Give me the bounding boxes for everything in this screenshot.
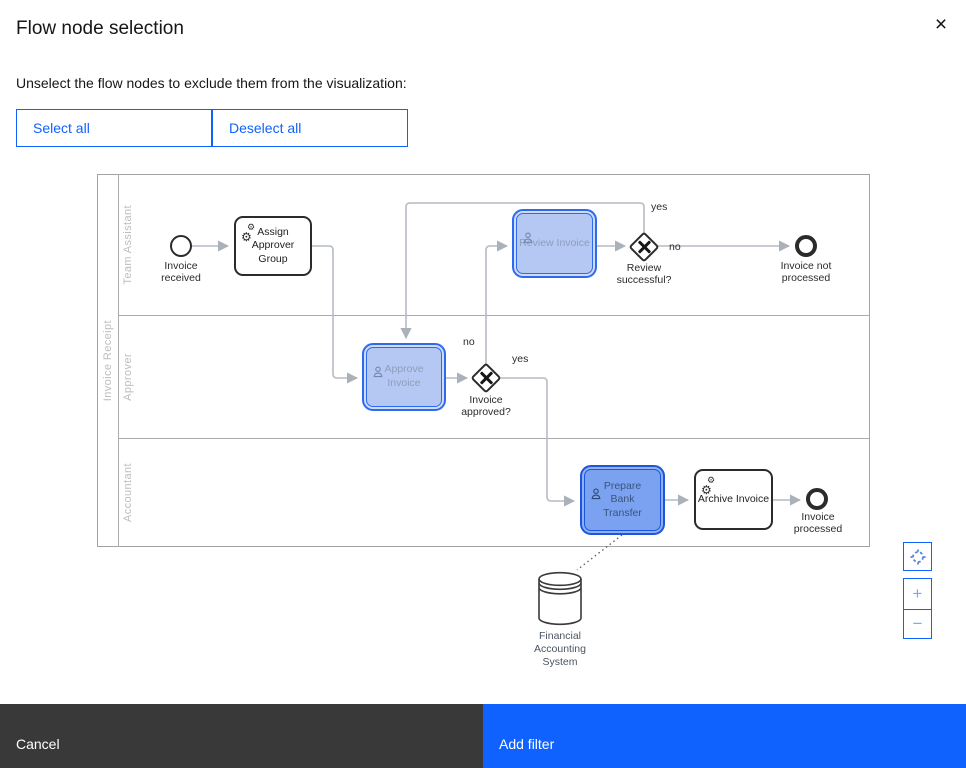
zoom-in-button[interactable]: + [904, 579, 931, 609]
flow-label-yes: yes [512, 353, 529, 365]
pool-label-divider [118, 174, 119, 547]
modal-description: Unselect the flow nodes to exclude them … [16, 75, 407, 91]
node-label: Invoice received [161, 260, 201, 285]
flow-label-no: no [669, 241, 681, 253]
zoom-group: + − [903, 578, 932, 639]
flow-label-yes: yes [651, 201, 668, 213]
node-label: Invoice approved? [461, 394, 511, 419]
task-label: Assign Approver Group [251, 226, 295, 265]
flow-label-no: no [463, 336, 475, 348]
gateway-review-successful[interactable] [627, 230, 661, 264]
task-archive-invoice[interactable]: ⚙⚙ Archive Invoice [694, 469, 773, 530]
crosshair-icon [909, 548, 926, 565]
service-task-icon: ⚙⚙ [241, 222, 256, 244]
end-event-invoice-processed[interactable] [806, 488, 828, 510]
fit-viewport-button[interactable] [903, 542, 932, 571]
task-label: Archive Invoice [697, 492, 770, 505]
zoom-out-button[interactable]: − [904, 608, 931, 638]
pool-label: Invoice Receipt [101, 319, 114, 402]
end-event-invoice-not-processed[interactable] [795, 235, 817, 257]
data-store-label: Financial Accounting System [534, 630, 586, 668]
deselect-all-button[interactable]: Deselect all [212, 109, 408, 147]
service-task-icon: ⚙⚙ [701, 475, 716, 497]
node-label: Invoice processed [793, 511, 843, 536]
data-store-financial-accounting-system[interactable] [536, 570, 584, 633]
lane-label-team-assistant: Team Assistant [122, 204, 134, 285]
close-icon[interactable]: × [922, 6, 960, 44]
lane-divider [118, 438, 870, 439]
cancel-button[interactable]: Cancel [0, 704, 483, 768]
lane-label-approver: Approver [122, 352, 134, 401]
gateway-invoice-approved[interactable] [469, 361, 503, 395]
task-label: Review Invoice [519, 236, 590, 249]
node-label: Review successful? [616, 262, 672, 287]
lane-label-accountant: Accountant [122, 462, 134, 523]
task-approve-invoice[interactable]: Approve Invoice [362, 343, 446, 411]
start-event-invoice-received[interactable] [170, 235, 192, 257]
task-assign-approver-group[interactable]: ⚙⚙ Assign Approver Group [234, 216, 312, 276]
select-all-button[interactable]: Select all [16, 109, 212, 147]
user-task-icon [521, 217, 535, 249]
lane-divider [118, 315, 870, 316]
user-task-icon [371, 351, 385, 383]
task-review-invoice[interactable]: Review Invoice [512, 209, 597, 278]
page-title: Flow node selection [16, 18, 184, 39]
node-label: Invoice not processed [780, 260, 832, 285]
task-label: Prepare Bank Transfer [603, 479, 642, 519]
task-label: Approve Invoice [384, 363, 424, 389]
add-filter-button[interactable]: Add filter [483, 704, 966, 768]
user-task-icon [589, 473, 603, 505]
task-prepare-bank-transfer[interactable]: Prepare Bank Transfer [580, 465, 665, 535]
